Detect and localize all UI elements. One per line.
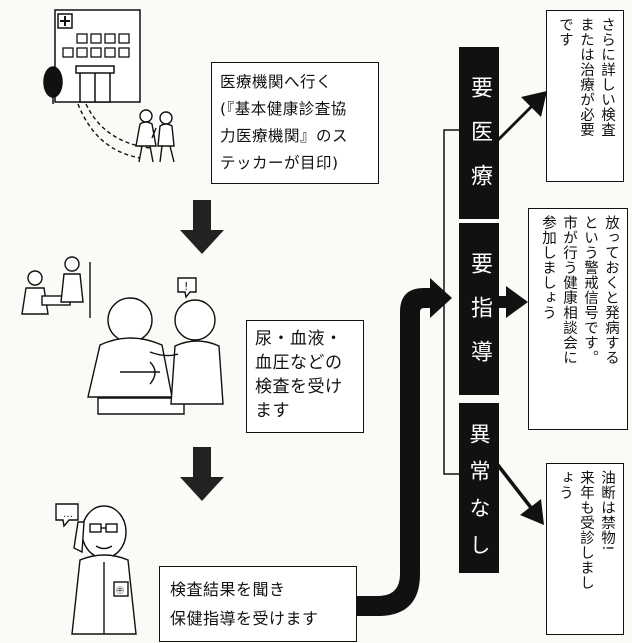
result-label-needs-guidance: 要指導 (459, 223, 499, 395)
step-visit-clinic: 医療機関へ行く (『基本健康診査協 力医療機関』のス テッカーが目印) (211, 62, 379, 184)
result-arrow-3 (487, 452, 544, 525)
branch-bracket (434, 129, 460, 475)
svg-text:!: ! (184, 280, 188, 293)
note-needs-guidance: 放っておくと発病する という警戒信号です。 市が行う健康相談会に 参加しましょう (528, 208, 628, 430)
result-label-needs-treatment: 要医療 (459, 47, 499, 219)
result-label-no-abnormality: 異常なし (459, 403, 499, 573)
checkup-illustration: ! (21, 256, 224, 415)
note-needs-treatment: さらに詳しい検査 または治療が必要 です (546, 10, 624, 182)
note-no-abnormality: 油断は禁物! 来年も受診しまし ょう (546, 463, 624, 635)
svg-text:㊥: ㊥ (116, 586, 124, 595)
result-arrow-2 (486, 286, 528, 318)
doctor-advice-illustration: … ㊥ (55, 503, 137, 635)
hospital-illustration (43, 9, 141, 104)
flow-arrow (348, 278, 452, 616)
svg-text:…: … (63, 509, 73, 520)
result-arrow-1 (486, 91, 547, 152)
step-get-results: 検査結果を聞き 保健指導を受けます (159, 566, 357, 642)
walking-couple-illustration (135, 109, 175, 163)
down-arrow-2 (180, 447, 224, 501)
down-arrow-1 (180, 200, 224, 254)
step-take-tests: 尿・血液・ 血圧などの 検査を受け ます (246, 320, 364, 433)
